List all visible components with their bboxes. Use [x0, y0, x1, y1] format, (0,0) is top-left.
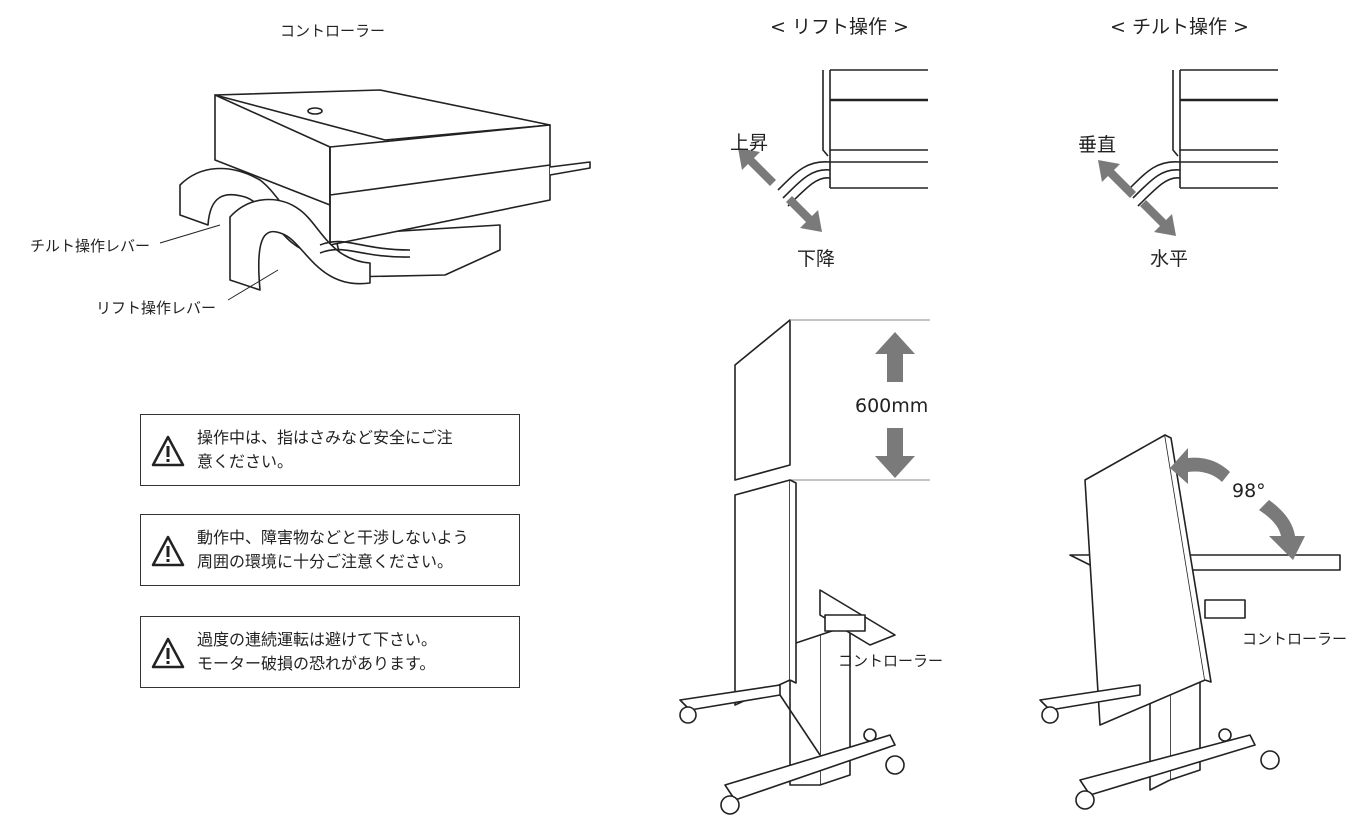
lift-up-big-arrow [875, 332, 915, 382]
warning-box-1: 操作中は、指はさみなど安全にご注意ください。 [140, 414, 520, 486]
tilt-stand-illustration [1039, 434, 1341, 810]
tilt-horizontal-arrow [1140, 200, 1176, 236]
warning-box-2: 動作中、障害物などと干渉しないよう周囲の環境に十分ご注意ください。 [140, 514, 520, 586]
warning-3-line2: モーター破損の恐れがあります。 [197, 654, 436, 673]
lift-lever-detail [777, 69, 928, 207]
lift-down-big-arrow [875, 428, 915, 478]
tilt-operation-title: < チルト操作 > [1110, 16, 1249, 38]
warning-icon [151, 435, 185, 467]
lift-down-label: 下降 [797, 248, 836, 270]
controller-title: コントローラー [280, 22, 386, 40]
tilt-lever-detail [1127, 69, 1278, 207]
lift-up-label: 上昇 [730, 132, 769, 154]
lift-height-label: 600mm [855, 395, 929, 417]
tilt-curve-arrow-bottom [1259, 500, 1305, 560]
tilt-lever-leader [159, 224, 221, 244]
warning-2-line2: 周囲の環境に十分ご注意ください。 [197, 552, 454, 571]
warning-icon [151, 637, 185, 669]
lift-operation-title: < リフト操作 > [770, 16, 909, 38]
warning-1-line1: 操作中は、指はさみなど安全にご注 [197, 428, 453, 447]
tilt-vertical-label: 垂直 [1078, 134, 1117, 156]
controller-label-left: コントローラー [838, 652, 944, 670]
lift-lever-label: リフト操作レバー [96, 299, 217, 317]
warning-3-line1: 過度の連続運転は避けて下さい。 [197, 630, 438, 649]
tilt-angle-label: 98° [1232, 480, 1266, 502]
warning-icon [151, 535, 185, 567]
controller-illustration [179, 89, 591, 291]
tilt-horizontal-label: 水平 [1150, 248, 1189, 270]
lift-down-arrow [786, 196, 822, 232]
controller-label-right: コントローラー [1242, 630, 1348, 648]
tilt-vertical-arrow [1098, 160, 1136, 198]
lift-stand-illustration [679, 319, 930, 815]
warning-box-3: 過度の連続運転は避けて下さい。モーター破損の恐れがあります。 [140, 616, 520, 688]
tilt-curve-arrow-top [1170, 448, 1230, 484]
warning-1-line2: 意ください。 [197, 452, 294, 471]
tilt-lever-label: チルト操作レバー [30, 237, 151, 255]
lift-up-arrow [738, 148, 776, 186]
lift-lever-leader [227, 269, 279, 301]
warning-2-line1: 動作中、障害物などと干渉しないよう [197, 528, 469, 547]
